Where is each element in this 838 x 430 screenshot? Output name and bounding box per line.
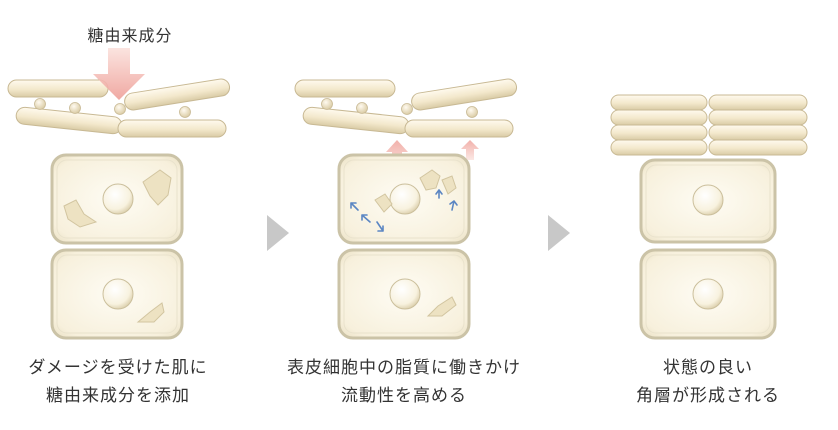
cell-lower-healthy [639,248,777,340]
panel-2 [294,78,518,340]
lipid-release-arrow-right [461,140,479,160]
panel-3-caption-line1: 状態の良い [663,358,753,378]
panel-1-caption: ダメージを受けた肌に 糖由来成分を添加 [0,354,248,410]
lipid-layer-improving [294,78,518,138]
cell-lower-damaged [50,248,184,340]
sugar-ingredient-label: 糖由来成分 [87,26,173,45]
fluidity-arrows [350,189,458,232]
cell-lower-improving [337,248,471,340]
cell-upper-improving [337,153,471,245]
lipid-layer-healthy [610,94,808,156]
lipid-layer-damaged [7,78,231,138]
panel-3 [610,94,808,340]
panel-2-caption-line2: 流動性を高める [341,386,467,406]
step-arrow-1 [267,215,289,251]
sugar-ingredient-arrow [93,48,145,100]
panel-2-caption-line1: 表皮細胞中の脂質に働きかけ [287,358,521,378]
cell-upper-damaged [50,153,184,245]
step-arrow-2 [548,215,570,251]
panel-1 [7,48,231,340]
panel-1-caption-line2: 糖由来成分を添加 [46,386,190,406]
panel-1-caption-line1: ダメージを受けた肌に [28,358,208,378]
panel-3-caption: 状態の良い 角層が形成される [578,354,838,410]
panel-2-caption: 表皮細胞中の脂質に働きかけ 流動性を高める [274,354,534,410]
cell-upper-healthy [639,158,777,244]
panel-3-caption-line2: 角層が形成される [636,386,780,406]
